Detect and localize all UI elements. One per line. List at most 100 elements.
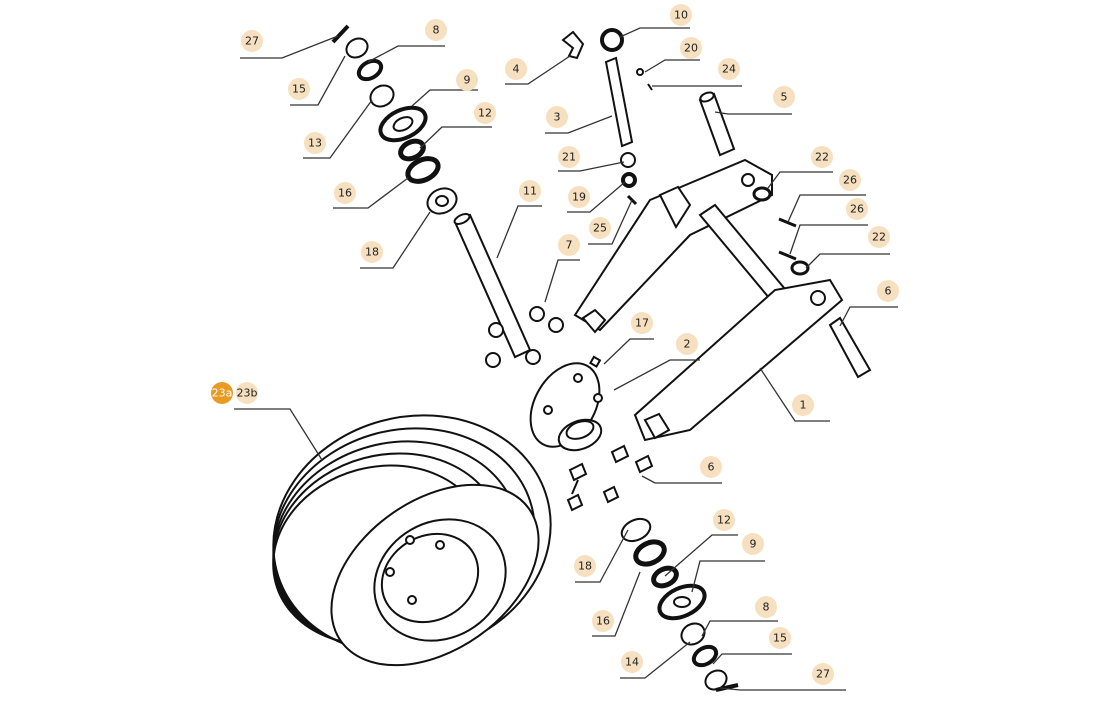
callout-bubble [773, 86, 795, 108]
callout-27[interactable]: 27 [719, 663, 846, 691]
callout-label: 5 [781, 91, 788, 104]
callout-9[interactable]: 9 [411, 69, 478, 107]
callout-label: 7 [566, 239, 573, 252]
leader-line [701, 620, 778, 637]
callout-26[interactable]: 26 [787, 169, 866, 223]
callout-bubble [676, 333, 698, 355]
callout-16[interactable]: 16 [333, 177, 409, 209]
callout-label: 9 [464, 74, 471, 87]
leader-line [592, 571, 641, 637]
callout-label: 12 [478, 107, 492, 120]
callout-22[interactable]: 22 [767, 146, 833, 189]
callout-11[interactable]: 11 [496, 180, 542, 259]
callout-15[interactable]: 15 [288, 55, 346, 106]
wheel-tire [272, 414, 552, 667]
callout-label: 16 [338, 187, 352, 200]
callout-23a[interactable]: 23a [211, 382, 233, 404]
callout-label: 9 [750, 538, 757, 551]
callout-15[interactable]: 15 [712, 627, 792, 665]
callout-23b[interactable]: 23b [234, 382, 323, 461]
callout-bubble [670, 4, 692, 26]
callout-26[interactable]: 26 [789, 198, 868, 255]
callout-12[interactable]: 12 [664, 509, 738, 577]
callout-27[interactable]: 27 [240, 30, 339, 59]
leader-line [411, 89, 478, 107]
callout-label: 4 [513, 63, 520, 76]
callout-25[interactable]: 25 [588, 199, 633, 245]
callout-label: 23a [212, 387, 233, 400]
callout-bubble [812, 663, 834, 685]
leader-line [360, 211, 431, 269]
callout-bubble [592, 610, 614, 632]
callout-13[interactable]: 13 [303, 99, 373, 159]
callout-label: 22 [872, 231, 886, 244]
callout-bubble [713, 509, 735, 531]
callout-label: 19 [572, 191, 586, 204]
leader-line [505, 55, 571, 85]
callout-bubble [718, 58, 740, 80]
callout-label: 2 [684, 338, 691, 351]
callout-label: 3 [554, 111, 561, 124]
callout-14[interactable]: 14 [620, 641, 691, 679]
callout-8[interactable]: 8 [701, 596, 778, 637]
callout-19[interactable]: 19 [567, 181, 626, 213]
callout-bubble [792, 394, 814, 416]
callout-24[interactable]: 24 [652, 58, 742, 87]
callout-bubble [474, 102, 496, 124]
leader-line [805, 253, 890, 269]
callout-17[interactable]: 17 [603, 312, 654, 365]
callout-label: 27 [816, 668, 830, 681]
callout-16[interactable]: 16 [592, 571, 641, 637]
callout-label: 25 [593, 222, 607, 235]
callout-bubble [304, 132, 326, 154]
callout-18[interactable]: 18 [574, 529, 629, 583]
callout-12[interactable]: 12 [419, 102, 496, 149]
leader-line [714, 111, 792, 115]
leader-line [620, 641, 691, 679]
callout-20[interactable]: 20 [644, 37, 702, 73]
leader-line [496, 205, 542, 259]
callout-bubble [680, 37, 702, 59]
callout-3[interactable]: 3 [545, 106, 613, 134]
callout-2[interactable]: 2 [613, 333, 700, 391]
frame [573, 158, 872, 442]
callout-18[interactable]: 18 [360, 211, 431, 269]
callout-7[interactable]: 7 [544, 234, 580, 303]
leader-line [367, 45, 445, 63]
callout-label: 15 [773, 632, 787, 645]
callout-bubble [742, 533, 764, 555]
callout-9[interactable]: 9 [691, 533, 765, 593]
callout-label: 26 [850, 203, 864, 216]
callout-8[interactable]: 8 [367, 19, 447, 63]
callout-6[interactable]: 6 [641, 456, 722, 484]
callout-label: 10 [674, 9, 688, 22]
leader-line [712, 653, 792, 665]
leader-line [789, 224, 868, 255]
nuts [485, 306, 564, 368]
callout-label: 17 [635, 317, 649, 330]
callout-bubble [558, 234, 580, 256]
callout-21[interactable]: 21 [558, 146, 625, 172]
small-parts [589, 186, 810, 368]
leader-line [613, 359, 700, 391]
callout-10[interactable]: 10 [619, 4, 692, 38]
callout-4[interactable]: 4 [505, 55, 571, 85]
callout-label: 22 [815, 151, 829, 164]
callout-bubble [211, 382, 233, 404]
callout-5[interactable]: 5 [714, 86, 795, 115]
leader-line [787, 194, 866, 223]
leader-line [567, 181, 626, 213]
callout-label: 6 [885, 285, 892, 298]
callout-1[interactable]: 1 [759, 367, 830, 422]
top-bearing-stack [331, 24, 458, 215]
callout-6[interactable]: 6 [839, 280, 899, 327]
callout-label: 26 [843, 174, 857, 187]
callout-bubble [621, 651, 643, 673]
leader-line [290, 55, 346, 106]
callout-bubble [546, 106, 568, 128]
callout-bubble [558, 146, 580, 168]
callout-bubble [519, 180, 541, 202]
callout-22[interactable]: 22 [805, 226, 890, 269]
